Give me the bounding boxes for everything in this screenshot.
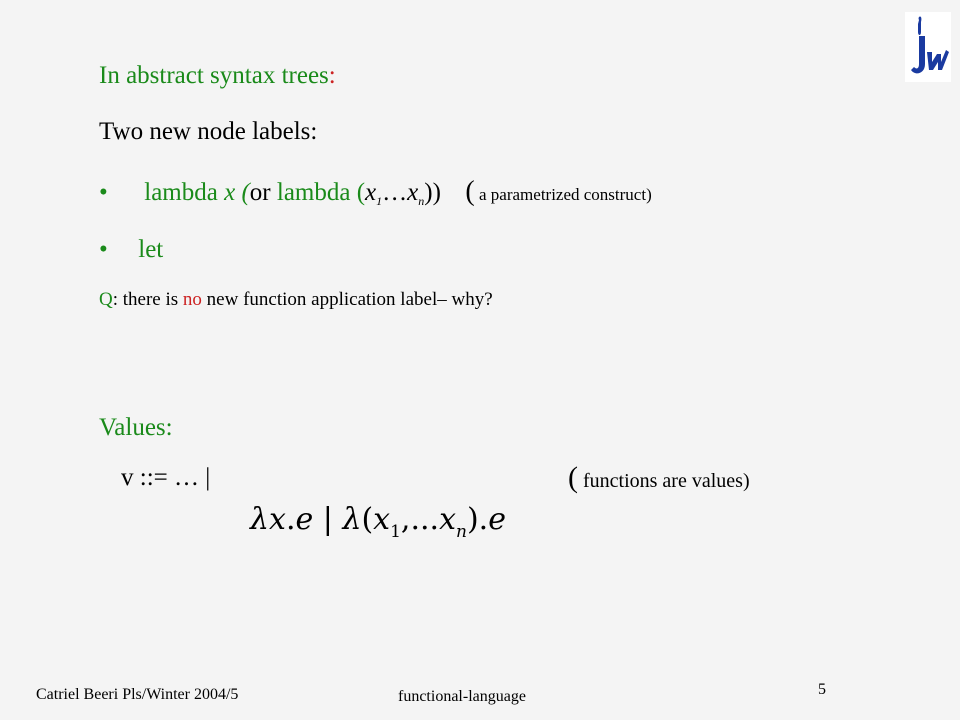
grammar-paren: ( bbox=[568, 461, 578, 494]
heading-colon: : bbox=[328, 62, 336, 89]
lambda-var: x bbox=[224, 179, 236, 206]
formula-dots: ... bbox=[410, 502, 440, 537]
lambda-formula: λx.e | λ(x1,...xn).e bbox=[250, 502, 506, 542]
grammar-note: ( functions are values) bbox=[568, 461, 750, 495]
bullet-marker-2: • bbox=[99, 236, 108, 263]
footer-author: Catriel Beeri Pls/Winter 2004/5 bbox=[36, 686, 239, 703]
lambda-label: lambda bbox=[144, 179, 225, 206]
formula-xn: x bbox=[439, 502, 456, 537]
question-q: Q bbox=[99, 289, 113, 310]
formula-e-1: e bbox=[295, 502, 314, 537]
functions-note: functions are values) bbox=[578, 470, 750, 492]
subheading: Two new node labels: bbox=[99, 118, 318, 145]
formula-dot-2: . bbox=[478, 502, 489, 537]
question-line: Q: there is no new function application … bbox=[99, 286, 493, 311]
footer-title: functional-language bbox=[398, 688, 526, 705]
formula-lambda-1: λ bbox=[250, 502, 270, 537]
formula-bar: | bbox=[313, 502, 343, 537]
question-rest: new function application label– why? bbox=[201, 289, 493, 310]
dots: … bbox=[382, 179, 408, 206]
grammar-lhs: v ::= … | bbox=[121, 464, 211, 491]
slide-heading: In abstract syntax trees: bbox=[99, 62, 336, 90]
or-paren: ( bbox=[235, 179, 250, 206]
question-colon: : there is bbox=[112, 289, 183, 310]
xn-sub: n bbox=[418, 194, 425, 208]
x1-sub: 1 bbox=[376, 194, 383, 208]
page-number: 5 bbox=[818, 681, 826, 698]
formula-comma: , bbox=[400, 502, 411, 537]
let-label: let bbox=[138, 236, 164, 263]
values-title: Values: bbox=[99, 414, 173, 441]
bullet-let: • let bbox=[99, 236, 163, 264]
lambda-label-2: lambda ( bbox=[270, 179, 366, 206]
formula-e-2: e bbox=[488, 502, 506, 537]
formula-dot-1: . bbox=[285, 502, 296, 537]
close-parens: )) bbox=[424, 179, 441, 206]
note-paren: ( bbox=[465, 176, 475, 207]
formula-sub-1: 1 bbox=[390, 522, 401, 542]
formula-x1: x bbox=[373, 502, 391, 537]
or-text: or bbox=[249, 179, 271, 206]
x1-var: x bbox=[365, 179, 377, 206]
formula-sub-n: n bbox=[456, 522, 467, 542]
institution-logo-icon bbox=[905, 12, 951, 82]
bullet-lambda: • lambda x (or lambda (x1…xn)) ( a param… bbox=[99, 176, 652, 209]
formula-lambda-2: λ bbox=[342, 502, 362, 537]
xn-var: x bbox=[407, 179, 419, 206]
formula-x: x bbox=[269, 502, 286, 537]
heading-text: In abstract syntax trees bbox=[99, 62, 329, 89]
question-no: no bbox=[182, 289, 202, 310]
bullet-marker: • bbox=[99, 179, 108, 206]
formula-open: ( bbox=[361, 502, 374, 537]
formula-close: ) bbox=[466, 502, 479, 537]
parametrized-note: a parametrized construct) bbox=[474, 185, 652, 204]
